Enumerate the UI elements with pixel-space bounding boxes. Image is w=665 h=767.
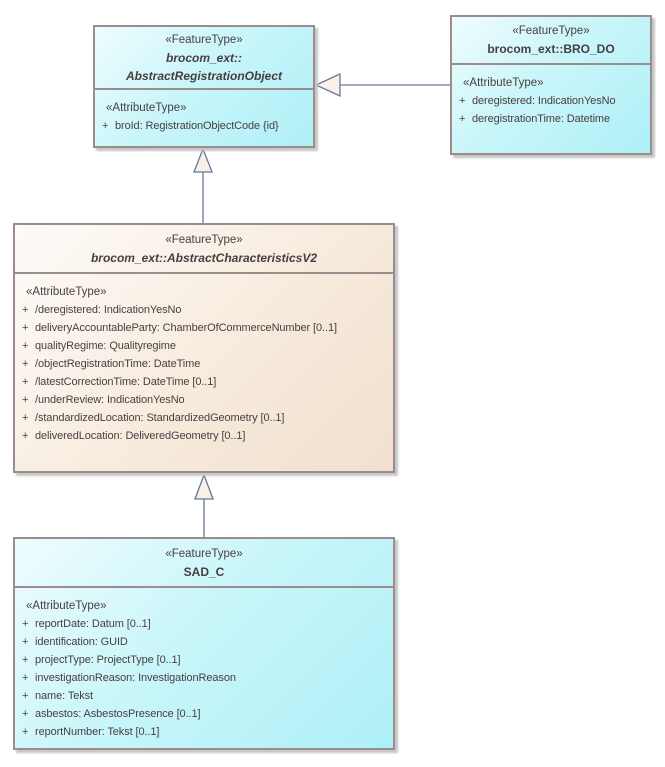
attribute-compartment: «AttributeType» +broId: RegistrationObje… [95, 90, 313, 146]
attribute-row: +deliveryAccountableParty: ChamberOfComm… [22, 322, 337, 334]
attribute-row: +broId: RegistrationObjectCode {id} [102, 120, 279, 132]
attribute-row: +deregistrationTime: Datetime [459, 113, 611, 125]
attribute-row: +asbestos: AsbestosPresence [0..1] [22, 708, 201, 720]
attribute-row: +projectType: ProjectType [0..1] [22, 654, 181, 666]
attribute-compartment: «AttributeType» +deregistered: Indicatio… [452, 65, 650, 153]
attribute-row: +/underReview: IndicationYesNo [22, 394, 185, 406]
class-header: «FeatureType» brocom_ext::AbstractCharac… [15, 225, 393, 274]
class-name: SAD_C [183, 564, 225, 579]
class-header: «FeatureType» brocom_ext:: AbstractRegis… [95, 27, 313, 90]
class-name: brocom_ext:: [165, 50, 242, 65]
class-name: brocom_ext::AbstractCharacteristicsV2 [90, 250, 318, 265]
class-box-abstract-characteristics-v2[interactable]: «FeatureType» brocom_ext::AbstractCharac… [13, 223, 395, 473]
attribute-stereotype: «AttributeType» [463, 77, 544, 89]
attribute-row: +/deregistered: IndicationYesNo [22, 304, 182, 316]
class-name: brocom_ext::BRO_DO [487, 42, 615, 56]
attribute-row: +qualityRegime: Qualityregime [22, 340, 176, 352]
class-header: «FeatureType» brocom_ext::BRO_DO [452, 17, 650, 65]
generalization-connector-characteristics [193, 147, 213, 223]
class-stereotype: «FeatureType» [165, 33, 243, 46]
class-header: «FeatureType» SAD_C [15, 539, 393, 588]
class-stereotype: «FeatureType» [512, 25, 590, 37]
attribute-row: +identification: GUID [22, 636, 128, 648]
attribute-row: +investigationReason: InvestigationReaso… [22, 672, 236, 684]
class-box-abstract-registration-object[interactable]: «FeatureType» brocom_ext:: AbstractRegis… [93, 25, 315, 148]
attribute-row: +name: Tekst [22, 690, 94, 702]
attribute-compartment: «AttributeType» +/deregistered: Indicati… [15, 274, 393, 471]
attribute-row: +deregistered: IndicationYesNo [459, 95, 616, 107]
attribute-stereotype: «AttributeType» [106, 102, 187, 114]
generalization-connector-sad-c [194, 473, 214, 537]
attribute-row: +deliveredLocation: DeliveredGeometry [0… [22, 430, 246, 442]
attribute-compartment: «AttributeType» +reportDate: Datum [0..1… [15, 588, 393, 748]
attribute-row: +reportNumber: Tekst [0..1] [22, 726, 160, 738]
attribute-row: +/latestCorrectionTime: DateTime [0..1] [22, 376, 217, 388]
attribute-stereotype: «AttributeType» [26, 286, 107, 298]
attribute-stereotype: «AttributeType» [26, 600, 107, 612]
class-box-sad-c[interactable]: «FeatureType» SAD_C «AttributeType» +rep… [13, 537, 395, 750]
class-stereotype: «FeatureType» [165, 547, 243, 560]
attribute-row: +/standardizedLocation: StandardizedGeom… [22, 412, 285, 424]
generalization-connector-bro-do [314, 72, 450, 98]
class-box-bro-do[interactable]: «FeatureType» brocom_ext::BRO_DO «Attrib… [450, 15, 652, 155]
attribute-row: +/objectRegistrationTime: DateTime [22, 358, 201, 370]
attribute-row: +reportDate: Datum [0..1] [22, 618, 151, 630]
class-name: AbstractRegistrationObject [125, 68, 283, 83]
class-stereotype: «FeatureType» [165, 233, 243, 246]
